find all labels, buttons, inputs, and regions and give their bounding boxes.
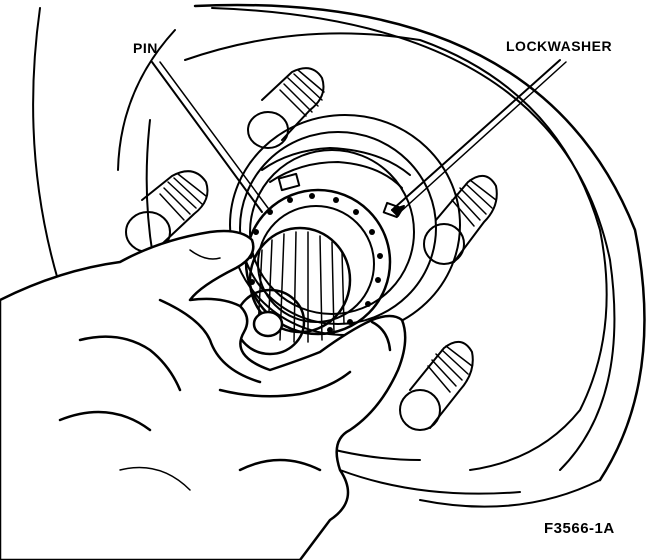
splined-spindle [234, 226, 352, 356]
lockwasher-callout-label: LOCKWASHER [506, 38, 613, 54]
pin-leader [151, 61, 263, 213]
wheel-stud-right [423, 175, 498, 265]
callout-leaders [151, 59, 567, 217]
wheel-stud-top [247, 67, 325, 149]
pin-callout-label: PIN [133, 40, 158, 56]
wheel-studs [125, 67, 498, 431]
rotor-outer-rims [32, 3, 646, 508]
pin-leader-parallel [159, 61, 269, 209]
lockwasher-leader-parallel [397, 61, 567, 215]
hands [0, 229, 407, 560]
lockwasher-arrowhead [391, 205, 405, 217]
lockwasher-leader [391, 59, 561, 211]
figure-identifier: F3566-1A [544, 520, 615, 537]
wheel-stud-bottom [399, 341, 474, 431]
